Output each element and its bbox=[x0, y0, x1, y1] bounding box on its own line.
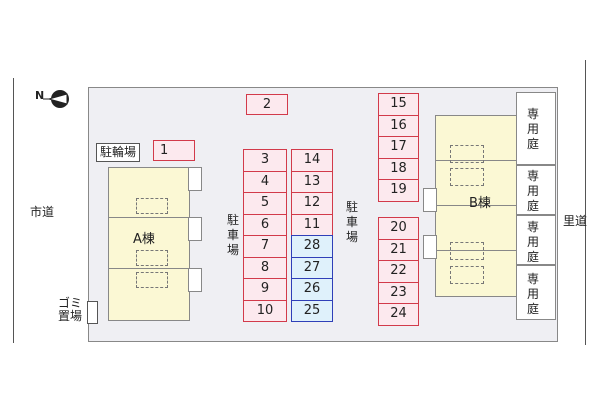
garbage-area bbox=[87, 301, 98, 324]
right-road-label: 里道 bbox=[563, 214, 588, 228]
building-b-wing bbox=[423, 188, 437, 212]
parking-label-left: 駐車場 bbox=[226, 213, 239, 257]
parking-space-21: 21 bbox=[378, 238, 419, 261]
parking-space-28: 28 bbox=[291, 235, 333, 258]
building-a-unit-divider bbox=[108, 217, 188, 218]
building-b-stair bbox=[450, 242, 484, 260]
building-b-stair bbox=[450, 266, 484, 284]
building-a-wing bbox=[188, 268, 202, 292]
private-garden: 専用庭 bbox=[516, 92, 556, 165]
parking-space-17: 17 bbox=[378, 136, 419, 159]
parking-space-9: 9 bbox=[243, 278, 287, 301]
parking-space-24: 24 bbox=[378, 303, 419, 326]
bicycle-parking-label: 駐輪場 bbox=[96, 143, 141, 162]
north-arrow-icon: N bbox=[35, 88, 75, 110]
building-b-stair bbox=[450, 168, 484, 186]
parking-space-5: 5 bbox=[243, 192, 287, 215]
private-garden: 専用庭 bbox=[516, 165, 556, 215]
private-garden-label: 専用庭 bbox=[526, 169, 539, 213]
building-b-label: B棟 bbox=[469, 196, 491, 211]
parking-space-26: 26 bbox=[291, 278, 333, 301]
parking-space-4: 4 bbox=[243, 170, 287, 193]
building-b-unit-divider bbox=[435, 160, 518, 161]
left-road-label: 市道 bbox=[30, 205, 55, 219]
parking-space-8: 8 bbox=[243, 256, 287, 279]
left-road-edge bbox=[13, 78, 14, 343]
building-b-unit-divider bbox=[435, 205, 518, 206]
parking-space-16: 16 bbox=[378, 114, 419, 137]
private-garden: 専用庭 bbox=[516, 265, 556, 320]
building-b-wing bbox=[423, 235, 437, 259]
parking-space-12: 12 bbox=[291, 192, 333, 215]
parking-space-11: 11 bbox=[291, 213, 333, 236]
private-garden-label: 専用庭 bbox=[526, 107, 539, 151]
building-a-unit-divider bbox=[108, 268, 188, 269]
parking-space-6: 6 bbox=[243, 213, 287, 236]
building-a-stair bbox=[136, 250, 168, 266]
parking-space-2: 2 bbox=[246, 94, 288, 115]
parking-space-14: 14 bbox=[291, 149, 333, 172]
bicycle-parking-1: 1 bbox=[153, 140, 195, 161]
building-a-stair bbox=[136, 272, 168, 288]
parking-space-13: 13 bbox=[291, 170, 333, 193]
parking-space-22: 22 bbox=[378, 260, 419, 283]
parking-label-right: 駐車場 bbox=[345, 200, 358, 244]
parking-space-20: 20 bbox=[378, 217, 419, 240]
parking-space-27: 27 bbox=[291, 256, 333, 279]
parking-space-23: 23 bbox=[378, 281, 419, 304]
north-letter: N bbox=[35, 89, 45, 102]
parking-space-15: 15 bbox=[378, 93, 419, 116]
parking-space-19: 19 bbox=[378, 179, 419, 202]
parking-space-25: 25 bbox=[291, 299, 333, 322]
building-b-stair bbox=[450, 145, 484, 163]
building-b-unit-divider bbox=[435, 250, 518, 251]
building-a-label: A棟 bbox=[133, 232, 155, 247]
parking-space-18: 18 bbox=[378, 157, 419, 180]
building-a-stair bbox=[136, 198, 168, 214]
parking-space-3: 3 bbox=[243, 149, 287, 172]
private-garden-label: 専用庭 bbox=[526, 272, 539, 316]
private-garden: 専用庭 bbox=[516, 215, 556, 265]
building-a-wing bbox=[188, 167, 202, 191]
right-road-edge bbox=[585, 60, 586, 345]
building-a bbox=[108, 167, 190, 321]
private-garden-label: 専用庭 bbox=[526, 220, 539, 264]
parking-space-7: 7 bbox=[243, 235, 287, 258]
building-a-wing bbox=[188, 217, 202, 241]
parking-space-10: 10 bbox=[243, 299, 287, 322]
garbage-area-label: ゴミ置場 bbox=[57, 296, 82, 323]
